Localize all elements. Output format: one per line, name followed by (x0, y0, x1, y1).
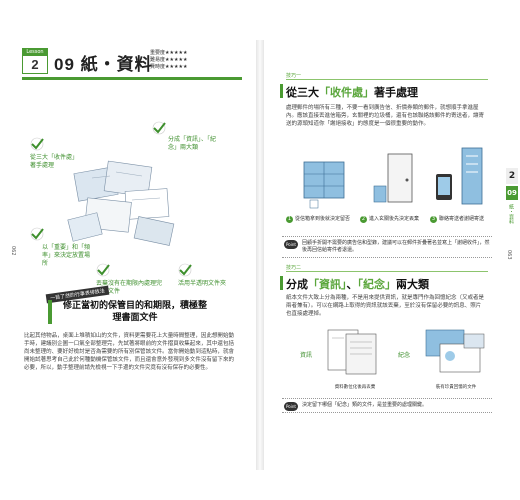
section2-title: 分成「資訊」、「紀念」兩大類 (286, 276, 429, 292)
callout-importance: 以「重要」和「頻率」來決定放置場所 (42, 244, 91, 267)
callout-three-sources: 從三大「收件處」著手處理 (30, 154, 79, 169)
section1-title: 從三大「收件處」著手處理 (286, 84, 418, 100)
right-page-number: 063 (506, 250, 512, 260)
rating-row: 難易度★★★★★ (150, 57, 187, 64)
book-gutter (256, 40, 264, 470)
mailbox-illustration (303, 161, 345, 209)
memory-documents-illustration (425, 329, 485, 373)
callout-clear-folder: 活用半透明文件夾 (178, 280, 227, 287)
subhead-accent-bar (48, 300, 52, 324)
step-number: 2 (360, 216, 367, 223)
left-body-text: 比起其他物品，桌面上堆積如山的文件，資料更需要花上大量時間整理，因此想開始動手時… (24, 333, 234, 371)
rating-row: 費時度★★★★★ (150, 64, 187, 71)
section1-body: 處理郵件的場所有三種，不要一看到廣告信、折價券類的郵件，就想順手拿進屋內。應該直… (286, 105, 485, 127)
rating-label: 費時度 (150, 64, 166, 70)
step-number: 1 (286, 216, 293, 223)
point-box-1: Point 回顧手折開不需要的廣告信和型錄，建議可以在郵件折疊著名並寫上「謝絕收… (282, 236, 492, 258)
rating-stars: ★★★★★ (165, 57, 188, 63)
point-badge: Point (284, 240, 298, 249)
chapter-number: 2 (506, 168, 518, 184)
rating-block: 重要度★★★★★ 難易度★★★★★ 費時度★★★★★ (150, 50, 187, 71)
section2-tag: 技巧二 (286, 264, 488, 272)
chapter-side-tab: 2 09 紙・資料 (504, 168, 520, 248)
info-caption: 資料數位化後再丟棄 (334, 385, 376, 390)
callout-two-types: 分成「資訊」、「紀念」兩大類 (168, 136, 217, 151)
rating-stars: ★★★★★ (165, 50, 188, 56)
section1-title-prefix: 從三大 (286, 86, 319, 99)
section2-body: 紙本文件大致上分為兩種，不是用來提供資訊，就是專門作為回憶紀念（又或者是兩者兼有… (286, 295, 485, 317)
section1-tag: 技巧一 (286, 72, 488, 80)
chapter-label: 紙・資料 (508, 204, 514, 224)
section2-title-prefix: 分成 (286, 278, 308, 291)
point-text: 決定留下哪個「紀念」類的文件，是並重要的處理關鍵。 (302, 402, 428, 408)
check-icon (30, 226, 44, 241)
rating-label: 難易度 (150, 57, 166, 63)
memory-label: 紀念 (398, 352, 411, 359)
paper-pile-illustration (67, 160, 175, 246)
section-subhead: 修正當初的保管目的和期限，積極整理書面文件 (62, 301, 207, 323)
section2-accent-bar (280, 276, 283, 290)
left-page-number: 062 (10, 246, 16, 256)
section1-title-suffix: 著手處理 (374, 86, 418, 99)
info-label: 資訊 (300, 352, 313, 359)
step-number: 3 (430, 216, 437, 223)
section1-accent-bar (280, 84, 283, 98)
check-icon (96, 262, 110, 277)
section2-title-mid: 、 (346, 278, 358, 291)
point-box-2: Point 決定留下哪個「紀念」類的文件，是並重要的處理關鍵。 (282, 398, 492, 413)
section2-title-q2: 「紀念」 (357, 278, 397, 291)
section2-title-q1: 「資訊」 (308, 278, 347, 291)
info-documents-illustration (327, 329, 377, 375)
rating-row: 重要度★★★★★ (150, 50, 187, 57)
memory-caption: 裝有珍貴回憶的文件 (435, 385, 477, 390)
check-icon (30, 136, 44, 151)
section2-title-suffix: 兩大類 (396, 278, 429, 291)
rating-label: 重要度 (150, 50, 166, 56)
step-text: 從信箱拿到後就決定留否 (295, 216, 351, 222)
point-badge: Point (284, 402, 298, 411)
door-trash-illustration (373, 153, 413, 203)
title-underline (22, 77, 242, 80)
lesson-tag: Lesson (23, 49, 47, 56)
check-icon (178, 262, 192, 277)
lesson-box: Lesson 2 (22, 48, 48, 74)
step-text: 進入玄關後先決定丟棄 (369, 216, 420, 222)
check-icon (152, 120, 166, 135)
left-page (6, 40, 254, 470)
point-text: 回顧手折開不需要的廣告信和型錄，建議可以在郵件折疊著名並寫上「謝絕收件」，然後再… (302, 240, 490, 253)
phone-building-illustration (436, 147, 483, 205)
section1-title-quote: 「收件處」 (319, 86, 374, 99)
rating-stars: ★★★★★ (165, 64, 188, 70)
section-number: 09 (506, 186, 518, 200)
lesson-number: 2 (31, 57, 39, 72)
step-text: 聯絡寄送者謝絕寄送 (439, 216, 485, 222)
page-title: 09 紙・資料 (54, 55, 153, 74)
